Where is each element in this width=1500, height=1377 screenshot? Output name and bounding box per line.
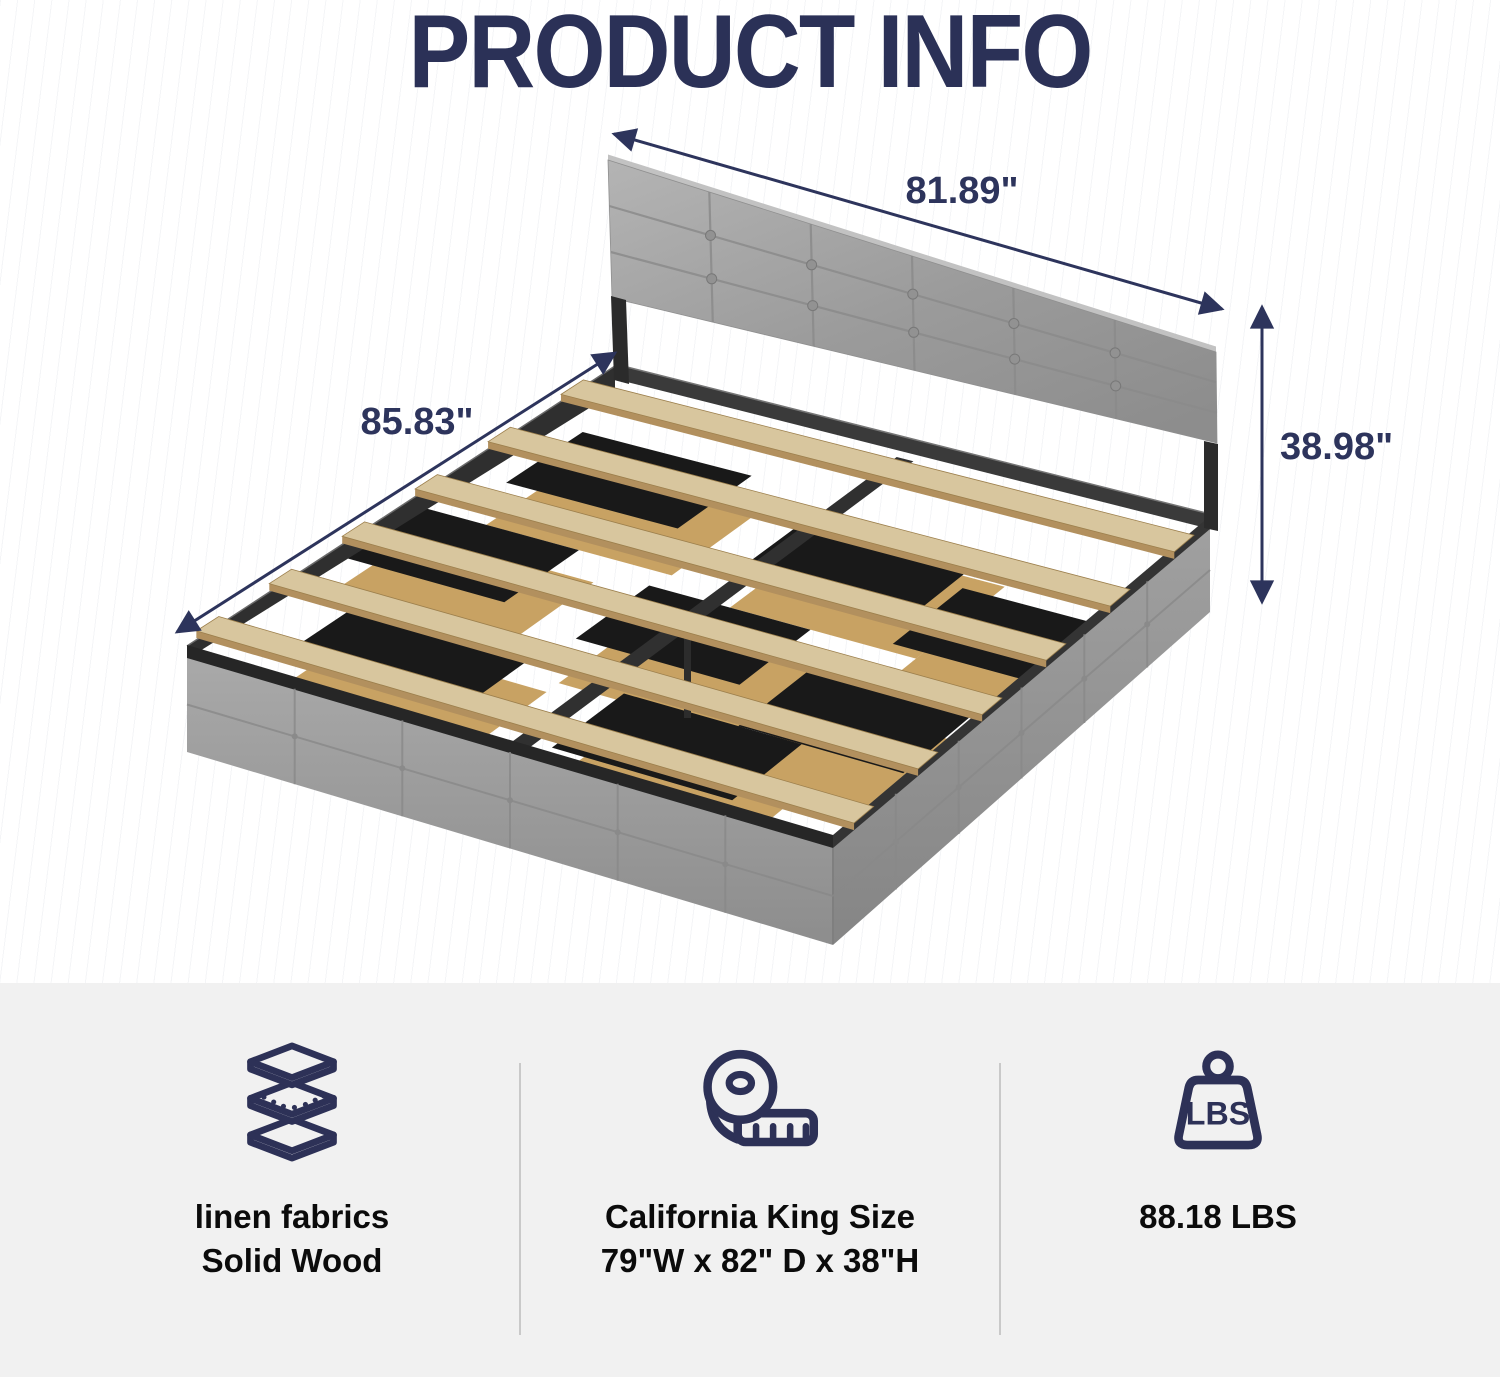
wood-slats	[195, 379, 1195, 831]
headboard-button	[1009, 353, 1021, 365]
height-dimension-label: 38.98"	[1280, 426, 1393, 468]
panel-tuft	[892, 838, 899, 845]
length-dimension-label: 85.83"	[360, 401, 473, 443]
headboard-button	[907, 288, 919, 300]
headboard-button	[1110, 380, 1122, 392]
slat-edge	[488, 441, 1111, 614]
headboard-seam	[1113, 319, 1118, 419]
slat-edge	[560, 394, 1175, 559]
head-rail-highlight	[614, 363, 1211, 515]
feature-label: California King Size	[605, 1198, 915, 1235]
tape-measure-icon	[687, 1039, 833, 1163]
length-dimension-arrow	[174, 351, 618, 634]
headboard-button	[1008, 318, 1020, 329]
width-dimension-arrow	[611, 128, 1225, 315]
panel-tuft	[614, 829, 621, 836]
headboard-button	[1109, 347, 1121, 359]
feature-label: Solid Wood	[201, 1241, 383, 1279]
headboard-button	[705, 229, 716, 241]
features-section: linen fabrics Solid Wood	[0, 983, 1500, 1377]
divider	[519, 1063, 521, 1335]
feature-weight: LBS 88.18 LBS	[1000, 983, 1500, 1377]
head-rail	[615, 364, 1210, 529]
layers-icon	[228, 1039, 356, 1163]
feature-material: linen fabrics Solid Wood	[0, 983, 520, 1377]
slat-edge	[196, 630, 855, 831]
panel-tuft	[1018, 730, 1025, 736]
headboard-button	[706, 273, 718, 285]
page-title: PRODUCT INFO	[408, 0, 1093, 110]
panel-tuft	[1081, 675, 1088, 682]
headboard-button	[807, 300, 819, 312]
feature-label: 88.18 LBS	[1139, 1198, 1297, 1235]
weight-icon-text: LBS	[1186, 1096, 1250, 1132]
storage-box	[277, 608, 531, 712]
base-rim-left	[187, 645, 833, 848]
panel-tuft	[291, 733, 298, 740]
headboard-leg	[1204, 441, 1218, 531]
width-dimension-label: 81.89"	[905, 170, 1018, 212]
panel-tuft	[722, 861, 729, 868]
panel-tuft	[399, 765, 406, 772]
feature-label: linen fabrics	[194, 1198, 390, 1235]
feature-size: California King Size 79"W x 82" D x 38"H	[520, 983, 1000, 1377]
divider	[999, 1063, 1001, 1335]
weight-icon: LBS	[1156, 1039, 1280, 1163]
headboard-button	[908, 326, 920, 338]
panel-tuft	[955, 784, 962, 791]
headboard-button	[806, 259, 818, 271]
feature-label: 79"W x 82" D x 38"H	[600, 1241, 920, 1279]
panel-tuft	[1144, 621, 1151, 628]
dimension-annotations: 81.89" 85.83" 38.98"	[174, 128, 1393, 634]
bed-diagram: 81.89" 85.83" 38.98"	[174, 128, 1393, 945]
diagram-section: PRODUCT INFO	[0, 0, 1500, 983]
panel-tuft	[507, 797, 513, 804]
headboard-leg	[611, 296, 629, 384]
